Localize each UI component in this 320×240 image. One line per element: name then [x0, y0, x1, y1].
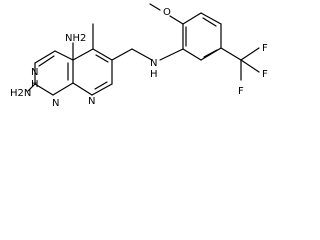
atom-label-nh2-top: NH2 — [65, 33, 86, 44]
atom-label-cf3-f2: F — [238, 86, 244, 97]
bond — [27, 83, 36, 92]
bond — [169, 15, 184, 25]
bond — [159, 48, 184, 61]
bond — [202, 17, 217, 27]
atom-label-ring-h: H — [31, 79, 39, 90]
atom-label-linker-h: H — [150, 69, 158, 80]
bond — [72, 48, 94, 61]
molecule-canvas: NH2 N H H2N N N N H O F F F — [10, 3, 268, 109]
atom-label-methoxy-o: O — [163, 7, 171, 18]
structure-svg: NH2 N H H2N N N N H O F F F — [10, 3, 268, 109]
bond — [52, 82, 74, 96]
atom-label-cf3-f1: F — [262, 43, 268, 54]
atom-label-h2n-left: H2N — [10, 88, 31, 99]
atom-labels: NH2 N H H2N N N N H O F F F — [10, 7, 268, 109]
atom-label-ring-n-lower: N — [52, 98, 59, 109]
bond — [200, 12, 222, 25]
bond-lines — [27, 3, 260, 96]
bond — [182, 48, 202, 61]
atom-label-linker-n: N — [150, 58, 157, 69]
bond — [92, 48, 113, 61]
bond — [34, 50, 56, 64]
bond — [131, 48, 153, 61]
bond — [220, 47, 242, 61]
bond — [240, 59, 260, 73]
atom-label-ring-n-upper: N — [31, 67, 38, 78]
bond — [182, 12, 202, 25]
bond — [94, 81, 108, 90]
bond — [111, 48, 133, 61]
bond — [149, 3, 161, 11]
bond — [38, 55, 55, 67]
bond — [203, 49, 218, 58]
bond — [34, 83, 54, 96]
atom-label-cf3-f3: F — [262, 69, 268, 80]
bond — [95, 54, 109, 63]
bond — [72, 82, 93, 96]
bond — [54, 50, 74, 61]
atom-label-pyridine-n: N — [88, 96, 95, 107]
bond — [91, 83, 113, 96]
bond — [240, 47, 260, 61]
bond — [200, 47, 222, 61]
